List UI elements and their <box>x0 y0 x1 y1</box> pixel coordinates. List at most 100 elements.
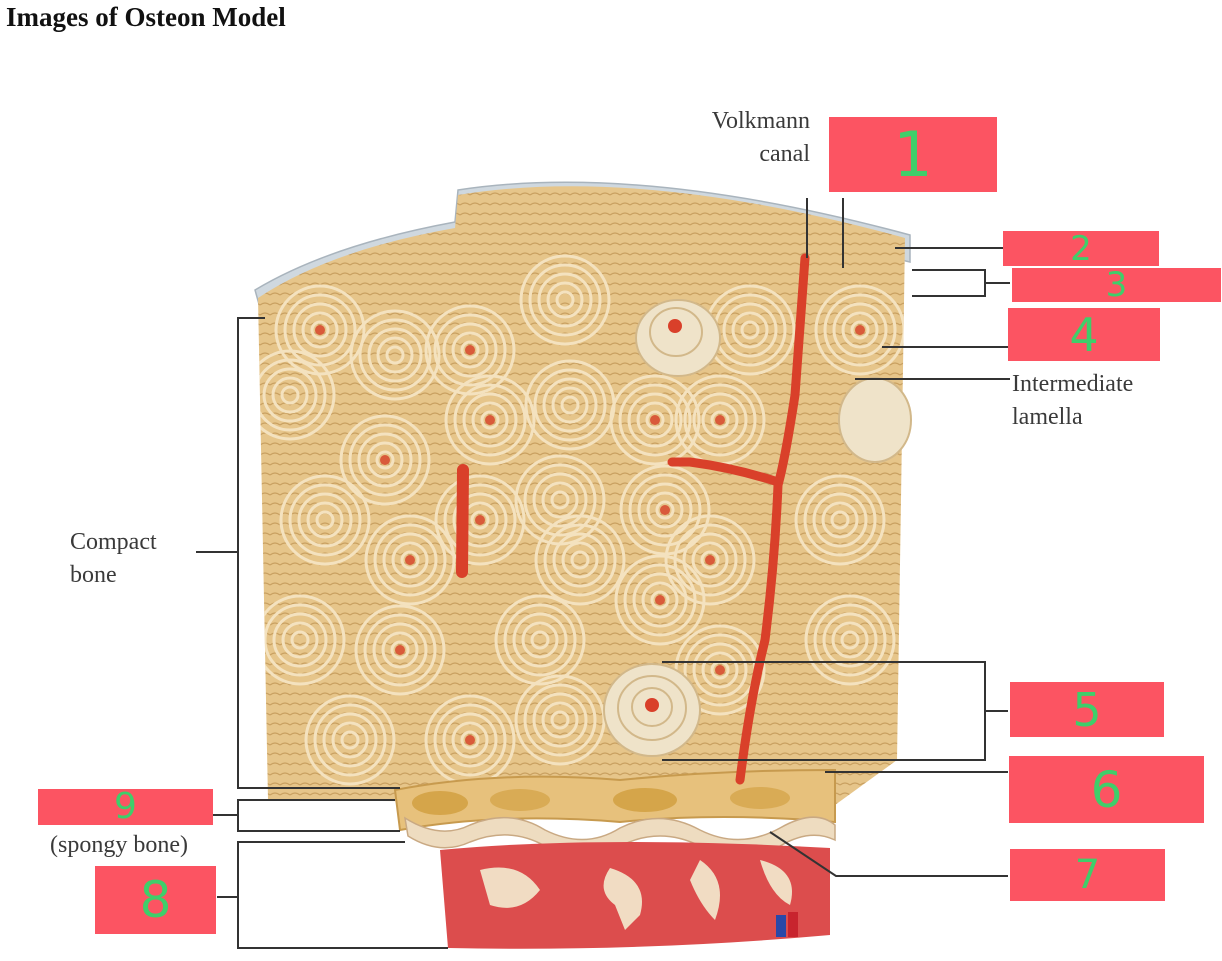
osteon-ring <box>701 401 739 439</box>
osteon-ring <box>821 501 859 539</box>
osteon-ring <box>258 594 346 686</box>
osteon-ring <box>541 481 579 519</box>
osteon-ring <box>532 692 588 748</box>
osteon-ring <box>503 603 577 677</box>
osteon-ring <box>340 730 360 750</box>
osteon-ring <box>322 712 378 768</box>
compact-bone-label: Compact bone <box>70 526 157 592</box>
osteon-ring <box>555 290 575 310</box>
osteon-ring <box>551 386 589 424</box>
osteon-ring <box>272 612 328 668</box>
spongy-bone-strip <box>393 768 836 832</box>
osteon-ring <box>274 284 366 376</box>
volkmann-canal-label: Volkmann canal <box>680 105 810 171</box>
answer-number-2: 2 <box>1070 228 1092 269</box>
answer-box-9[interactable]: 9 <box>38 789 213 825</box>
answer-box-2[interactable]: 2 <box>1003 231 1159 266</box>
osteon-ring <box>552 532 608 588</box>
osteon-ring <box>722 302 778 358</box>
osteon-ring <box>280 385 300 405</box>
osteon-ring <box>357 432 413 488</box>
osteon-ring <box>297 492 353 548</box>
central-canal <box>705 555 715 565</box>
central-canal <box>650 415 660 425</box>
osteon-ring <box>258 358 327 432</box>
osteon-ring <box>683 383 757 457</box>
osteon-ring <box>354 604 446 696</box>
osteon-ring <box>375 450 395 470</box>
osteon-ring <box>537 272 593 328</box>
osteon-ring <box>460 730 480 750</box>
osteon-ring <box>546 281 584 319</box>
osteon-ring <box>444 374 536 466</box>
answer-box-3[interactable]: 3 <box>1012 268 1221 302</box>
answer-box-8[interactable]: 8 <box>95 866 216 934</box>
page-title: Images of Osteon Model <box>6 2 286 32</box>
osteon-ring <box>480 410 500 430</box>
answer-box-7[interactable]: 7 <box>1010 849 1165 901</box>
osteon-ring <box>803 483 877 557</box>
osteon-ring <box>812 492 868 548</box>
osteon-ring <box>641 581 679 619</box>
central-canal <box>465 735 475 745</box>
osteon-ring <box>451 331 489 369</box>
central-canal <box>405 555 415 565</box>
osteon-ring <box>382 532 438 588</box>
osteon-ring <box>494 594 586 686</box>
osteon-ring <box>366 441 404 479</box>
osteon-ring <box>523 463 597 537</box>
osteon-ring <box>400 550 420 570</box>
osteon-ring <box>614 554 706 646</box>
osteon-ring <box>433 313 507 387</box>
osteon-ring <box>451 721 489 759</box>
answer-number-8: 8 <box>139 871 172 929</box>
osteon-ring <box>673 523 747 597</box>
central-canal <box>380 455 390 465</box>
osteon-ring <box>528 263 602 337</box>
osteon-ring <box>331 721 369 759</box>
osteon-ring <box>530 630 550 650</box>
osteon-ring <box>550 710 570 730</box>
central-canal <box>715 665 725 675</box>
osteon-ring <box>822 612 878 668</box>
compact-line2: bone <box>70 562 117 588</box>
osteon-ring <box>841 311 879 349</box>
osteon-ring <box>618 383 692 457</box>
osteon-ring <box>655 500 675 520</box>
answer-number-4: 4 <box>1069 307 1099 362</box>
osteon-ring <box>363 613 437 687</box>
osteon-ring <box>310 320 330 340</box>
osteon-ring <box>390 640 410 660</box>
osteon-ring <box>385 345 405 365</box>
central-canal <box>465 345 475 355</box>
answer-number-3: 3 <box>1105 265 1128 305</box>
osteon-ring <box>349 309 441 401</box>
osteon-ring <box>443 483 517 557</box>
central-canal <box>655 595 665 605</box>
answer-box-6[interactable]: 6 <box>1009 756 1204 823</box>
osteon-ring <box>288 483 362 557</box>
answer-number-5: 5 <box>1072 682 1102 737</box>
osteon-ring <box>701 651 739 689</box>
osteon-ring <box>550 490 570 510</box>
osteon-ring <box>281 621 319 659</box>
osteon-ring <box>258 349 336 441</box>
answer-box-1[interactable]: 1 <box>829 117 997 192</box>
osteon-ring <box>832 302 888 358</box>
osteon-ring <box>533 368 607 442</box>
intermediate-line2: lamella <box>1012 404 1083 430</box>
osteon-ring <box>570 550 590 570</box>
osteon-ring <box>452 492 508 548</box>
osteon-ring <box>283 293 357 367</box>
answer-box-5[interactable]: 5 <box>1010 682 1164 737</box>
intermediate-lamella-label: Intermediate lamella <box>1012 368 1133 434</box>
osteon-ring <box>453 383 527 457</box>
osteon-ring <box>632 572 688 628</box>
osteon-ring <box>823 293 897 367</box>
raised-osteons <box>603 299 912 757</box>
osteon-ring <box>830 510 850 530</box>
osteon-ring <box>636 401 674 439</box>
volkmann-line2: canal <box>759 141 810 167</box>
answer-box-4[interactable]: 4 <box>1008 308 1160 361</box>
osteon-ring <box>710 410 730 430</box>
